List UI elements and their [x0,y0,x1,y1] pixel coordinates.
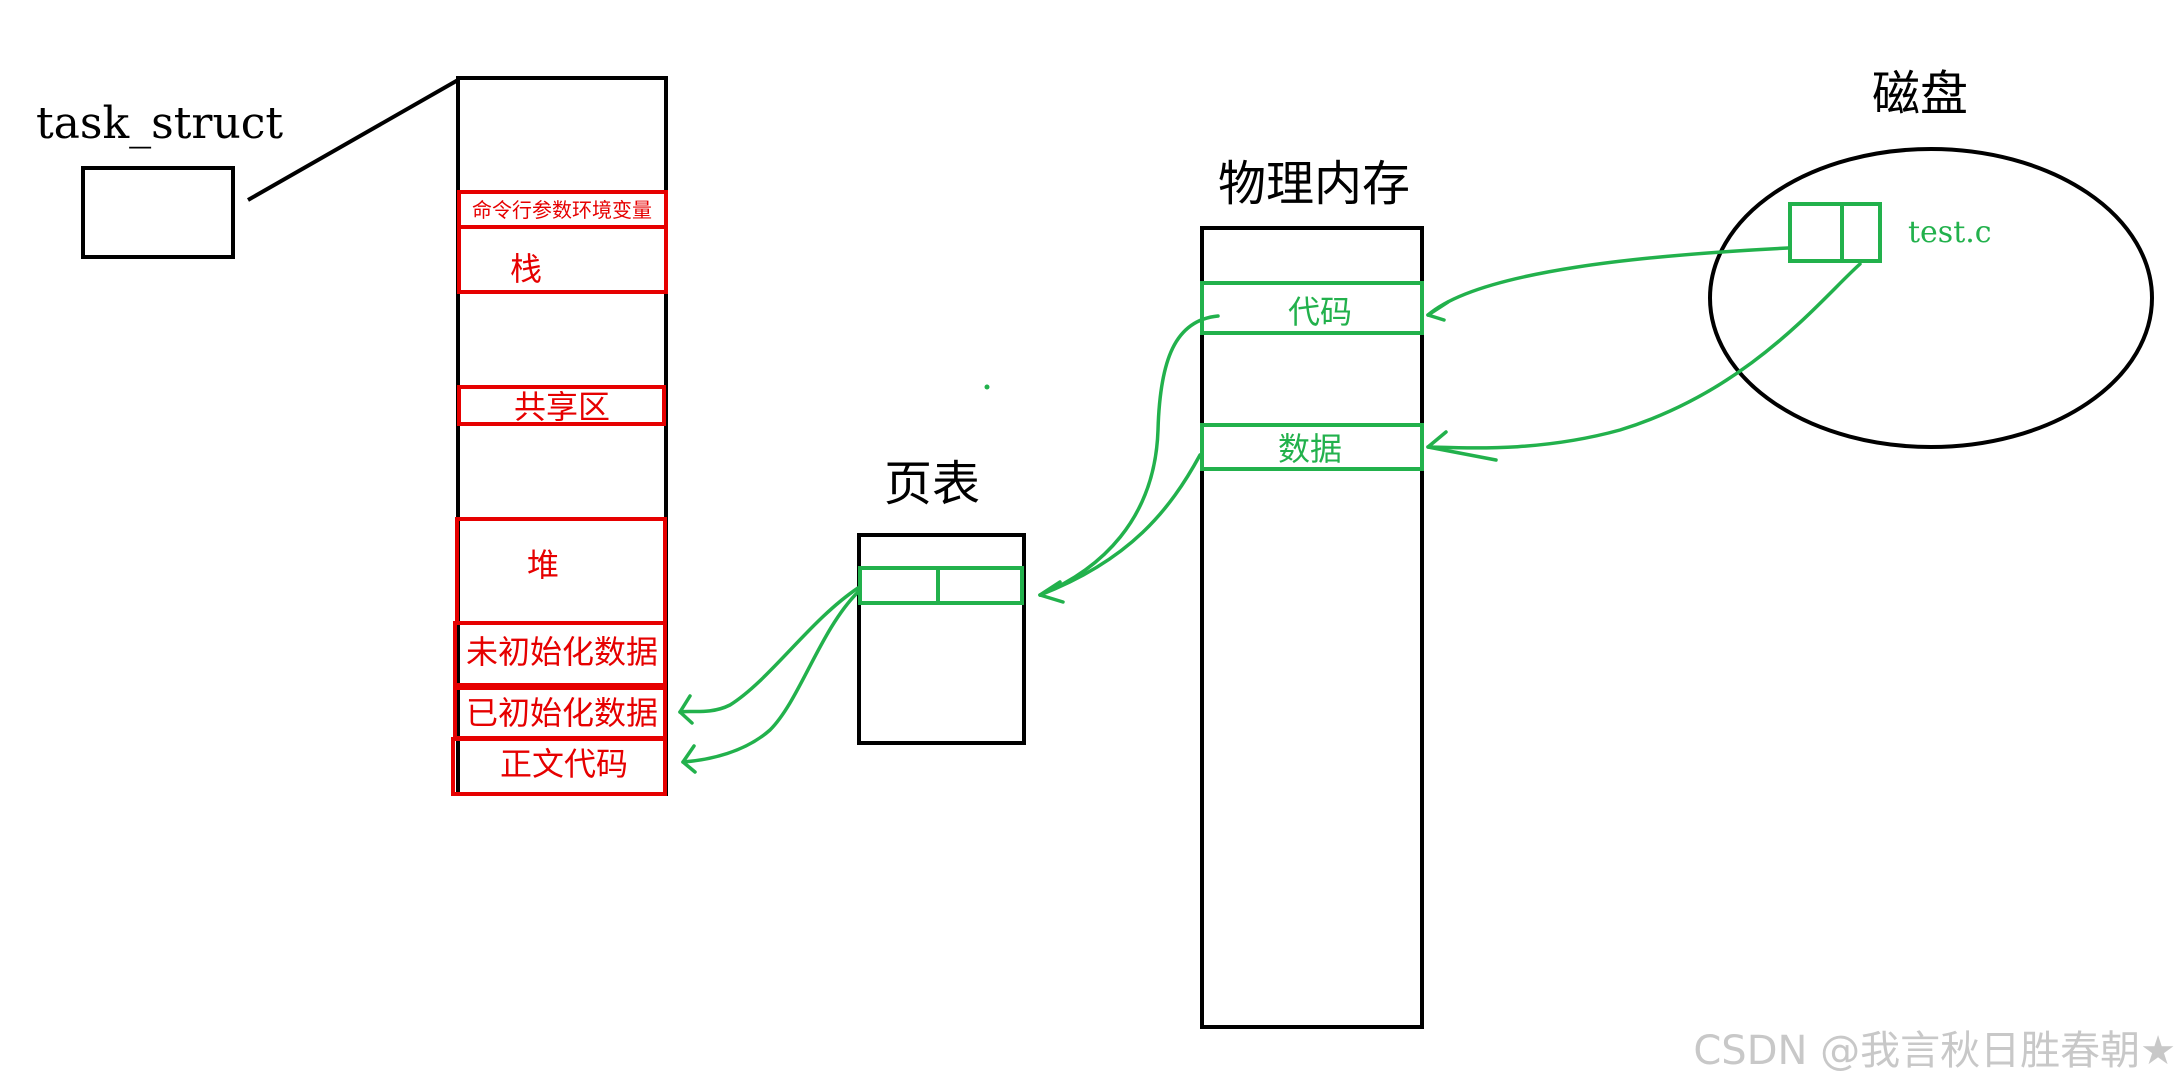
segment-text-box [451,737,667,796]
segment-shared: 共享区 [514,388,610,426]
physical-memory-box [1200,226,1424,1029]
task-struct-pointer-line [247,78,459,202]
page-table-label: 页表 [884,456,980,512]
task-struct-box [81,166,235,259]
arrow-data-to-pagetable [1038,453,1202,597]
page-table-box [857,533,1026,745]
arrow-pagetable-to-data-segment [678,586,860,725]
phys-code-label: 代码 [1288,293,1352,331]
segment-text: 正文代码 [500,745,628,783]
phys-data-label: 数据 [1278,430,1342,468]
phys-code-box [1200,281,1424,335]
disk-ellipse [1708,147,2154,449]
disk-file-label: test.c [1908,215,1992,250]
arrow-disk-to-data [1426,262,1862,462]
arrow-disk-to-code [1426,246,1790,322]
watermark: CSDN @我言秋日胜春朝★ [1693,1028,2176,1074]
phys-data-box [1200,423,1424,471]
physical-memory-label: 物理内存 [1218,156,1410,212]
arrow-pagetable-to-text-segment [681,590,860,774]
stray-dot [984,384,990,390]
segment-stack: 栈 [510,250,542,288]
arrow-code-to-pagetable [1038,314,1220,604]
task-struct-label: task_struct [36,98,283,149]
segment-shared-box [457,385,666,426]
page-table-entry [858,566,1024,605]
disk-label: 磁盘 [1872,66,1968,122]
segment-bss-box [453,621,667,687]
segment-heap: 堆 [527,546,559,584]
segment-data: 已初始化数据 [466,694,658,732]
segment-stack-box [457,225,668,294]
segment-heap-box [455,517,667,625]
segment-bss: 未初始化数据 [466,633,658,671]
disk-file-box [1788,202,1882,263]
segment-cmdline-env: 命令行参数环境变量 [472,198,652,222]
